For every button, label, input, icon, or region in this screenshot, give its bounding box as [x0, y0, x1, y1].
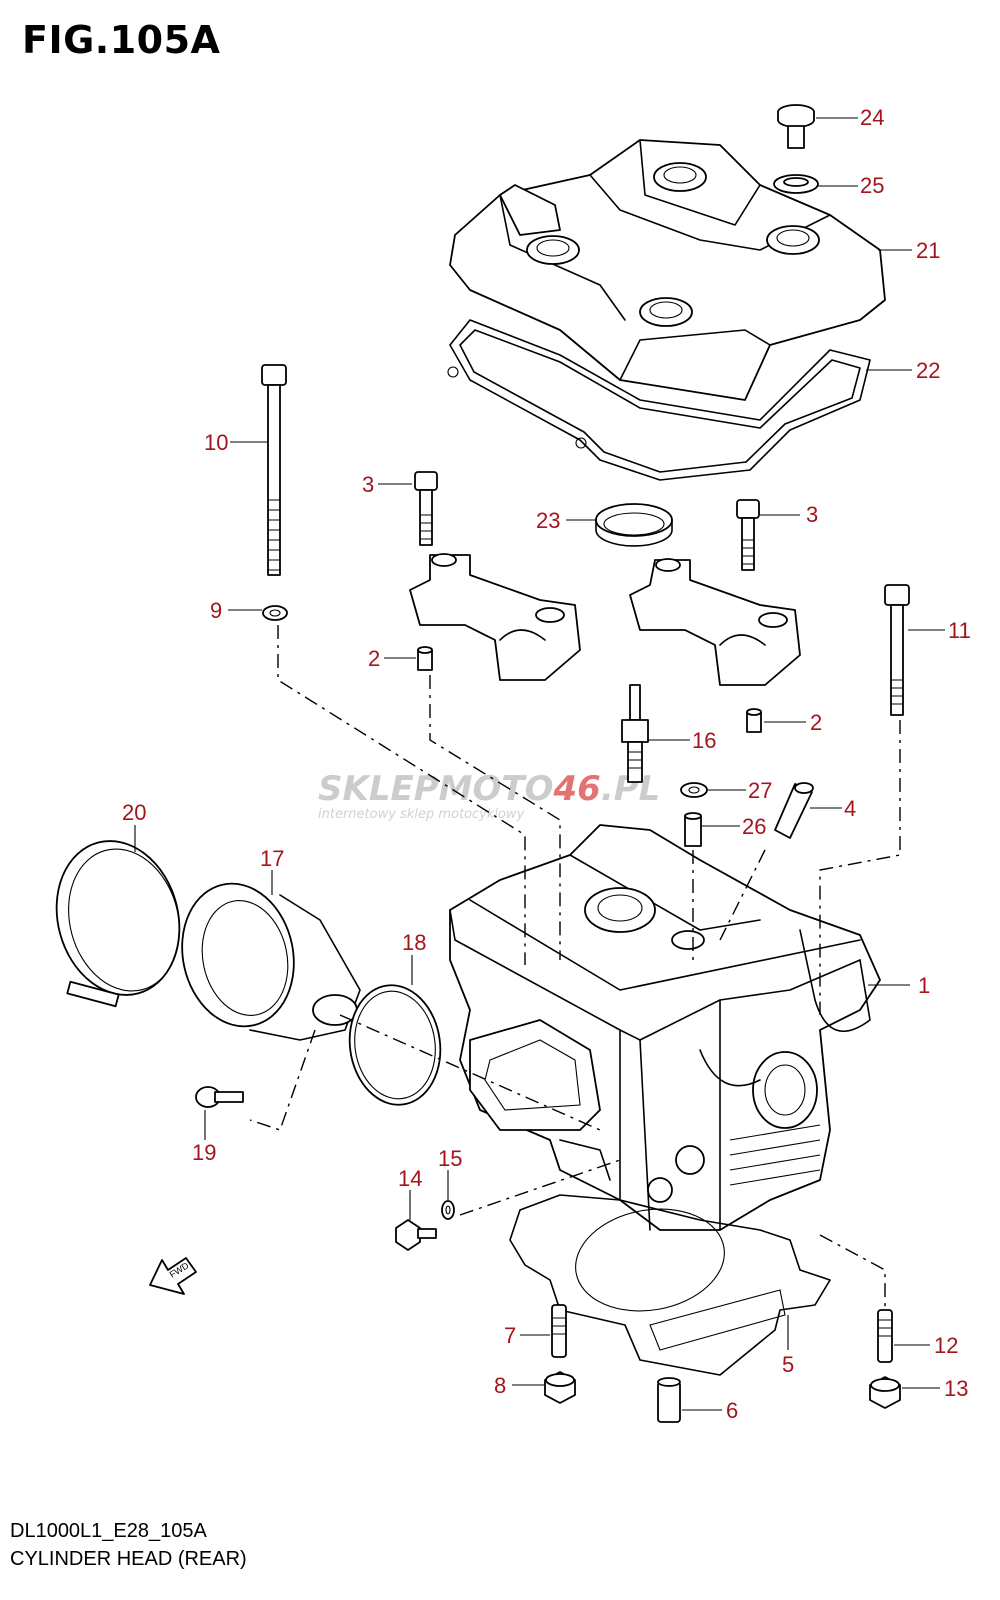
part-25-seal-washer: [773, 174, 819, 194]
callout-22: 22: [916, 358, 940, 383]
svg-text:internetowy sklep motocyklowy: internetowy sklep motocyklowy: [318, 807, 525, 822]
callout-25: 25: [860, 173, 884, 198]
part-2-dowel-right: [746, 708, 762, 733]
callout-14: 14: [398, 1166, 422, 1191]
part-15-washer: [441, 1200, 455, 1220]
part-21-head-cover: [449, 139, 886, 401]
callout-4: 4: [844, 796, 856, 821]
part-5-head-gasket: [509, 1194, 831, 1376]
callout-3-left: 3: [362, 472, 374, 497]
callout-2-right: 2: [810, 710, 822, 735]
callout-9: 9: [210, 598, 222, 623]
model-code: DL1000L1_E28_105A: [10, 1520, 207, 1542]
part-9-washer: [262, 605, 288, 621]
callout-3-right: 3: [806, 502, 818, 527]
part-1-cylinder-head: [449, 824, 881, 1231]
callout-13: 13: [944, 1376, 968, 1401]
part-22-cover-gasket: [447, 319, 871, 481]
callout-26: 26: [742, 814, 766, 839]
svg-text:SKLEPMOTO46.PL: SKLEPMOTO46.PL: [318, 769, 660, 809]
part-11-bolt: [884, 584, 910, 716]
part-7-stud-bolt: [551, 1304, 567, 1358]
callout-18: 18: [402, 930, 426, 955]
assembly-lines: [249, 625, 901, 1310]
callout-16: 16: [692, 728, 716, 753]
camshaft-holder-left: [409, 553, 581, 681]
part-4-plug: [774, 782, 814, 839]
callout-21: 21: [916, 238, 940, 263]
part-26-sleeve: [684, 812, 702, 847]
fwd-arrow-icon: FWD: [149, 1257, 197, 1295]
figure-name: CYLINDER HEAD (REAR): [10, 1548, 247, 1570]
part-14-bolt: [395, 1219, 437, 1251]
part-24-cover-bolt: [777, 104, 815, 149]
callout-1: 1: [918, 973, 930, 998]
callout-12: 12: [934, 1333, 958, 1358]
part-18-o-ring: [348, 984, 442, 1106]
callout-5: 5: [782, 1352, 794, 1377]
callout-19: 19: [192, 1140, 216, 1165]
figure-title: FIG.105A: [22, 18, 221, 62]
callout-15: 15: [438, 1146, 462, 1171]
part-16-spark-plug: [621, 684, 649, 783]
callout-6: 6: [726, 1398, 738, 1423]
callout-27: 27: [748, 778, 772, 803]
camshaft-holder-right: [629, 558, 801, 686]
part-13-nut: [869, 1376, 901, 1409]
part-19-screw: [195, 1086, 244, 1108]
part-6-dowel: [657, 1377, 681, 1423]
callout-23: 23: [536, 508, 560, 533]
callout-2-left: 2: [368, 646, 380, 671]
part-23-plug-seal: [595, 503, 673, 547]
callout-labels: 24 25 21 22 10 3 3 23 9 11 2 2 16 27 4 2…: [122, 105, 971, 1423]
part-8-nut: [544, 1371, 576, 1404]
callout-7: 7: [504, 1323, 516, 1348]
callout-24: 24: [860, 105, 884, 130]
part-17-intake-pipe: [181, 882, 361, 1041]
callout-8: 8: [494, 1373, 506, 1398]
callout-10: 10: [204, 430, 228, 455]
part-20-clamp: [55, 840, 181, 1008]
part-10-long-bolt: [261, 364, 287, 576]
part-2-dowel-left: [417, 646, 433, 671]
watermark: SKLEPMOTO46.PL internetowy sklep motocyk…: [318, 769, 660, 822]
callout-11: 11: [948, 618, 971, 643]
callout-20: 20: [122, 800, 146, 825]
part-27-washer: [680, 782, 708, 798]
callout-17: 17: [260, 846, 284, 871]
part-3-bolt-left: [414, 471, 438, 546]
part-3-bolt-right: [736, 499, 760, 571]
part-12-stud-bolt: [877, 1309, 893, 1363]
